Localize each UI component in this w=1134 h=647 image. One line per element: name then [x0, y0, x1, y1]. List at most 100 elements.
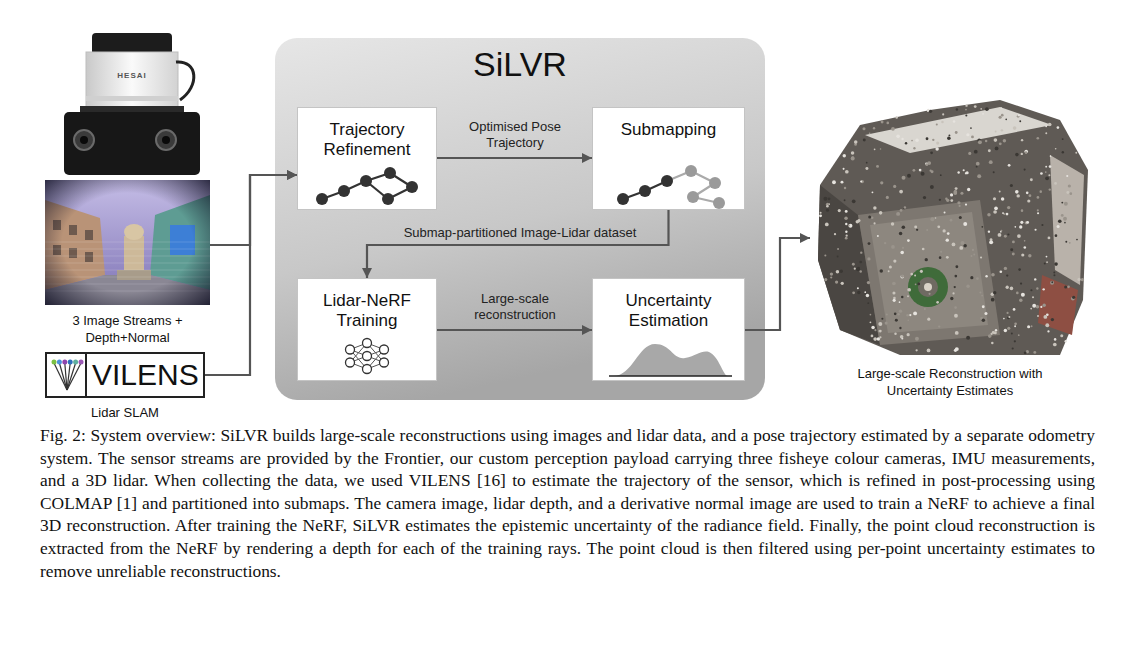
point-cloud-image: [944, 211, 946, 213]
point-cloud-image: [1011, 333, 1013, 335]
point-cloud-image: [826, 209, 829, 212]
point-cloud-image: [841, 282, 844, 285]
point-cloud-image: [1027, 325, 1030, 328]
flow-arrow: [205, 175, 297, 375]
point-cloud-image: [1053, 272, 1055, 274]
point-cloud-image: [957, 201, 960, 204]
point-cloud-image: [1017, 194, 1020, 197]
point-cloud-image: [954, 275, 957, 278]
point-cloud-image: [868, 215, 871, 218]
point-cloud-image: [966, 285, 969, 288]
point-cloud-image: [825, 223, 829, 227]
point-cloud-image: [972, 249, 974, 251]
point-cloud-image: [993, 210, 997, 214]
point-cloud-image: [960, 192, 963, 195]
point-cloud-image: [866, 294, 869, 297]
point-cloud-image: [939, 256, 942, 259]
point-cloud-image: [884, 242, 886, 244]
point-cloud-image: [1066, 175, 1068, 177]
point-cloud-image: [1046, 256, 1048, 258]
point-cloud-image: [852, 263, 855, 266]
point-cloud-image: [1001, 197, 1004, 200]
camera-image: [45, 180, 210, 305]
point-cloud-image: [1064, 222, 1066, 224]
point-cloud-image: [857, 291, 861, 295]
point-cloud-image: [971, 255, 973, 257]
point-cloud-image: [966, 336, 970, 340]
point-cloud-image: [931, 170, 934, 173]
point-cloud-image: [999, 142, 1002, 145]
flow-arrow: [367, 210, 669, 278]
box-icon: [609, 375, 732, 377]
point-cloud-image: [871, 217, 874, 220]
point-cloud-image: [925, 162, 928, 165]
point-cloud-image: [1062, 138, 1064, 140]
point-cloud-image: [841, 181, 844, 184]
point-cloud-image: [914, 226, 917, 229]
point-cloud-image: [988, 149, 991, 152]
edge-label: Large-scale reconstruction: [450, 291, 580, 323]
point-cloud-image: [897, 313, 899, 315]
point-cloud-image: [1017, 115, 1020, 118]
point-cloud-image: [930, 151, 933, 154]
point-cloud-image: [885, 322, 888, 325]
point-cloud-image: [954, 190, 957, 193]
point-cloud-image: [1034, 278, 1036, 280]
box-icon: [661, 175, 673, 187]
point-cloud-image: [865, 107, 1052, 153]
point-cloud-image: [973, 253, 975, 255]
point-cloud-image: [995, 147, 999, 151]
process-box: Submapping: [592, 107, 745, 210]
logo-symbol: [52, 360, 57, 365]
point-cloud-image: [999, 191, 1001, 193]
point-cloud-image: [845, 237, 848, 240]
box-icon: [639, 185, 651, 197]
point-cloud-image: [873, 337, 877, 341]
point-cloud-image: [1081, 278, 1084, 281]
point-cloud-image: [858, 200, 1000, 345]
point-cloud-image: [954, 306, 957, 309]
point-cloud-image: [966, 133, 969, 136]
point-cloud-image: [834, 233, 836, 235]
box-icon: [298, 330, 436, 382]
point-cloud-image: [965, 109, 967, 111]
flow-arrow: [210, 175, 297, 245]
point-cloud-image: [1030, 289, 1032, 291]
brand-label: HESAI: [110, 71, 154, 80]
point-cloud-image: [963, 169, 965, 171]
point-cloud-image: [902, 225, 906, 229]
point-cloud-image: [902, 247, 904, 249]
point-cloud-image: [984, 312, 987, 315]
box-icon: [406, 181, 418, 193]
point-cloud-image: [993, 171, 995, 173]
reconstruction-node: Large-scale Reconstruction with Uncertai…: [810, 95, 1090, 399]
point-cloud-image: [843, 168, 845, 170]
point-cloud-image: [907, 295, 909, 297]
point-cloud-image: [859, 270, 862, 273]
point-cloud-image: [1021, 209, 1024, 212]
point-cloud-image: [917, 282, 920, 285]
point-cloud-image: [830, 276, 832, 278]
point-cloud-image: [1012, 253, 1015, 256]
point-cloud-image: [1045, 166, 1047, 168]
point-cloud-image: [991, 342, 994, 345]
point-cloud-image: [925, 163, 928, 166]
point-cloud-image: [914, 275, 916, 277]
point-cloud-image: [936, 124, 938, 126]
point-cloud-image: [1010, 248, 1013, 251]
logo-symbol: [85, 354, 87, 396]
point-cloud-image: [1050, 155, 1052, 157]
point-cloud-image: [908, 267, 948, 307]
point-cloud-image: [998, 233, 1002, 237]
slam-logo-node: VILENSLidar SLAM: [45, 352, 205, 421]
point-cloud-image: [1072, 296, 1075, 299]
point-cloud-image: [892, 282, 896, 286]
point-cloud-image: [1004, 235, 1007, 238]
point-cloud-image: [1061, 214, 1064, 217]
point-cloud-image: [1021, 253, 1024, 256]
point-cloud-image: [899, 190, 903, 194]
point-cloud-image: [1013, 308, 1016, 311]
point-cloud-image: [1008, 316, 1010, 318]
lidar-sensor-photo: [86, 52, 178, 108]
